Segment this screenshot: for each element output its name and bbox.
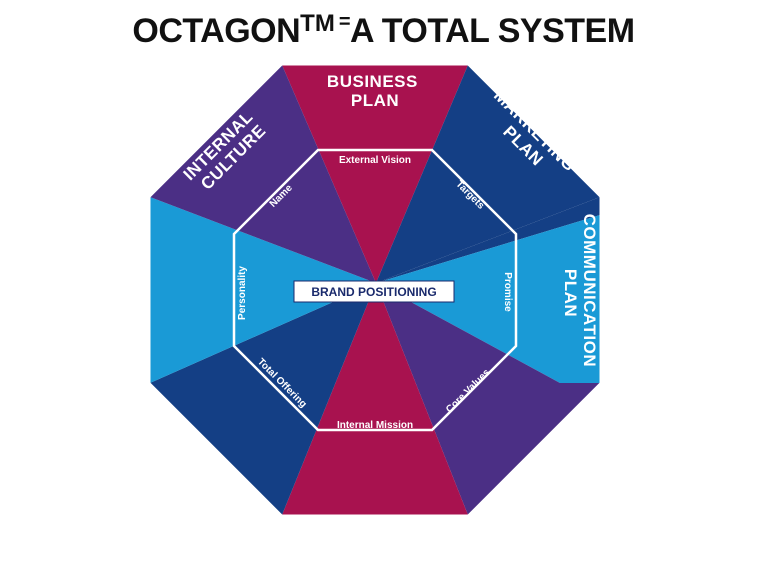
sector-communication-plan	[376, 215, 600, 383]
outer-label-communication-plan: COMMUNICATION PLAN	[561, 214, 599, 373]
inner-label-internal-mission: Internal Mission	[337, 420, 413, 431]
sector-left-cyan	[150, 197, 376, 383]
sector-business-plan	[282, 65, 468, 283]
sector-marketing-right	[376, 197, 600, 283]
sector-internal-culture	[150, 65, 376, 283]
center-label: BRAND POSITIONING	[311, 285, 436, 299]
inner-label-personality: Personality	[237, 266, 248, 320]
sector-bottom-left	[150, 283, 376, 515]
inner-label-external-vision: External Vision	[339, 155, 411, 166]
page-title: OCTAGONTM=A TOTAL SYSTEM	[0, 10, 767, 51]
inner-label-promise: Promise	[502, 272, 513, 312]
title-equals: =	[338, 11, 351, 33]
title-suffix: A TOTAL SYSTEM	[350, 12, 635, 50]
title-trademark: TM	[300, 10, 335, 37]
center-box	[293, 280, 455, 303]
octagon-sectors	[150, 65, 600, 515]
title-prefix: OCTAGON	[132, 12, 301, 50]
outer-label-business-plan: BUSINESS PLAN	[327, 72, 423, 110]
inner-octagon-outline	[232, 148, 518, 432]
sector-marketing-top	[376, 65, 600, 283]
sector-communication-lower	[376, 283, 600, 515]
outer-octagon-outline	[149, 64, 601, 516]
sector-bottom-crimson	[282, 283, 468, 515]
